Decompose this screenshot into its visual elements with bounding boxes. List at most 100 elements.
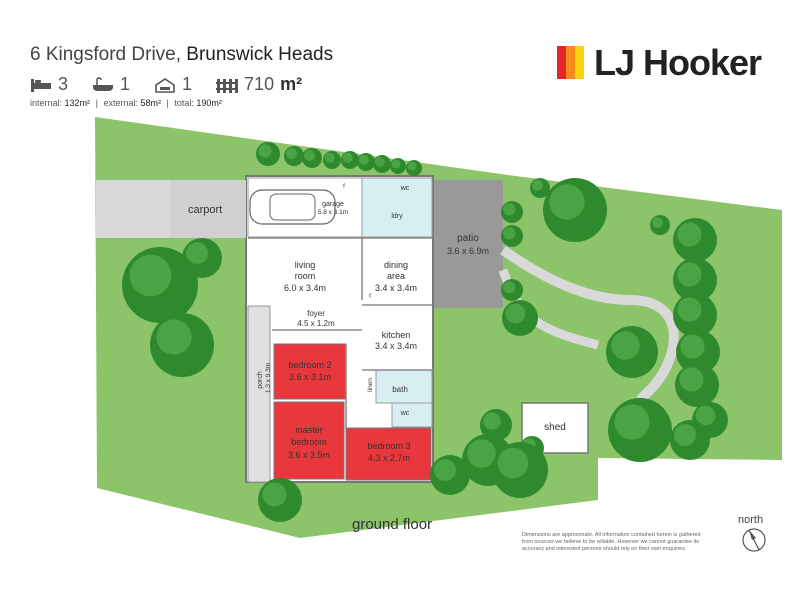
internal-label: internal: [30,98,63,108]
tree-highlight [358,154,369,165]
tree-highlight [262,482,287,507]
carport-area [170,180,246,238]
dining-label-2: area [387,271,405,281]
fence-icon [216,78,239,93]
foyer-dim: 4.5 x 1.2m [297,319,335,328]
garage-label: garage [322,201,344,208]
floor-label: ground floor [352,516,433,533]
logo-bar-yellow [575,46,584,79]
tree-highlight [677,262,702,287]
area-summary: internal: 132m² | external: 58m² | total… [30,98,222,108]
patio-label: patio [457,233,479,244]
tree-highlight [674,424,696,446]
living-label-2: room [295,271,316,281]
tree-highlight [391,159,401,169]
porch-area [247,305,271,483]
tree-highlight [505,303,526,324]
separator: | [166,98,169,108]
tree-highlight [286,148,297,159]
tree-highlight [467,439,496,468]
tree-highlight [186,242,208,264]
shed-label: shed [544,422,566,433]
north-label: north [738,514,764,526]
car-icon [249,189,336,225]
car-icon [155,77,175,93]
external-value: 58m² [140,98,161,108]
external-label: external: [103,98,138,108]
tree-highlight [503,281,516,294]
tree-highlight [695,405,716,426]
lj-hooker-logo: LJ Hooker [557,42,762,83]
porch-dim: 1.3 x 9.3m [265,363,272,393]
property-header: 6 Kingsford Drive, Brunswick Heads [30,44,333,66]
tree-highlight [611,331,640,360]
master-label-2: bedroom [291,437,327,447]
address-suburb: Brunswick Heads [186,44,334,65]
living-dim: 6.0 x 3.4m [284,283,326,293]
tree-highlight [129,254,172,297]
tree-highlight [532,180,543,191]
dining-label: dining [384,260,408,270]
total-label: total: [174,98,194,108]
master-dim: 3.6 x 3.5m [288,450,330,460]
baths-count: 1 [120,74,131,94]
bedroom-2-dim: 3.6 x 3.1m [289,372,331,382]
tree-highlight [407,161,417,171]
linen-label: linen [367,378,374,392]
brand-name: LJ Hooker [594,42,762,83]
compass-icon [742,528,766,552]
tree-highlight [304,150,315,161]
patio-dim: 3.6 x 6.9m [447,246,489,256]
tree-highlight [374,156,385,167]
land-unit: m² [280,74,303,94]
tree-highlight [503,203,516,216]
carport-label: carport [188,204,222,216]
master-label: master [295,425,323,435]
bed-icon [31,78,51,92]
address-street: 6 Kingsford Drive, [30,44,182,65]
tree-highlight [680,334,705,359]
tree-highlight [483,412,501,430]
laundry-area [361,177,433,238]
tree-highlight [614,404,650,440]
logo-bars [557,46,584,79]
total-value: 190m² [196,98,222,108]
bath-label: bath [392,385,408,394]
cars-count: 1 [182,74,193,94]
tree-highlight [324,152,335,163]
bedroom-3-label: bedroom 3 [367,441,410,451]
tree-highlight [679,367,704,392]
tree-highlight [156,319,192,355]
kitchen-label: kitchen [382,330,411,340]
room-labels: carport garage 5.8 x 3.1m wc ldry f pati… [188,184,566,463]
bedroom-3-area [345,427,432,481]
tree-highlight [677,297,702,322]
tree-highlight [258,144,272,158]
patio-area [433,180,503,308]
tree-highlight [652,217,663,228]
garden-path [500,245,679,404]
internal-walls [248,237,432,428]
fridge-label-2: f [369,294,371,300]
kitchen-dim: 3.4 x 3.4m [375,341,417,351]
logo-bar-red [557,46,566,79]
fridge-label: f [343,184,345,190]
bath-icon [93,76,114,91]
beds-count: 3 [58,74,69,94]
wc-label: wc [400,185,410,192]
tree-highlight [549,184,585,220]
garage-dim: 5.8 x 3.1m [318,209,348,216]
tree-highlight [503,227,516,240]
porch-label: porch [257,371,264,389]
property-address: 6 Kingsford Drive, Brunswick Heads [30,44,333,66]
tree-highlight [434,459,456,481]
wc2-label: wc [400,410,410,417]
property-stats: 3 1 1 710 m² [30,74,302,95]
trees [122,142,728,522]
living-label: living [295,260,316,270]
bedroom-3-dim: 4.3 x 2.7m [368,453,410,463]
internal-value: 132m² [64,98,91,108]
foyer-label: foyer [307,309,325,318]
disclaimer-text: Dimensions are approximate. All informat… [522,532,701,552]
